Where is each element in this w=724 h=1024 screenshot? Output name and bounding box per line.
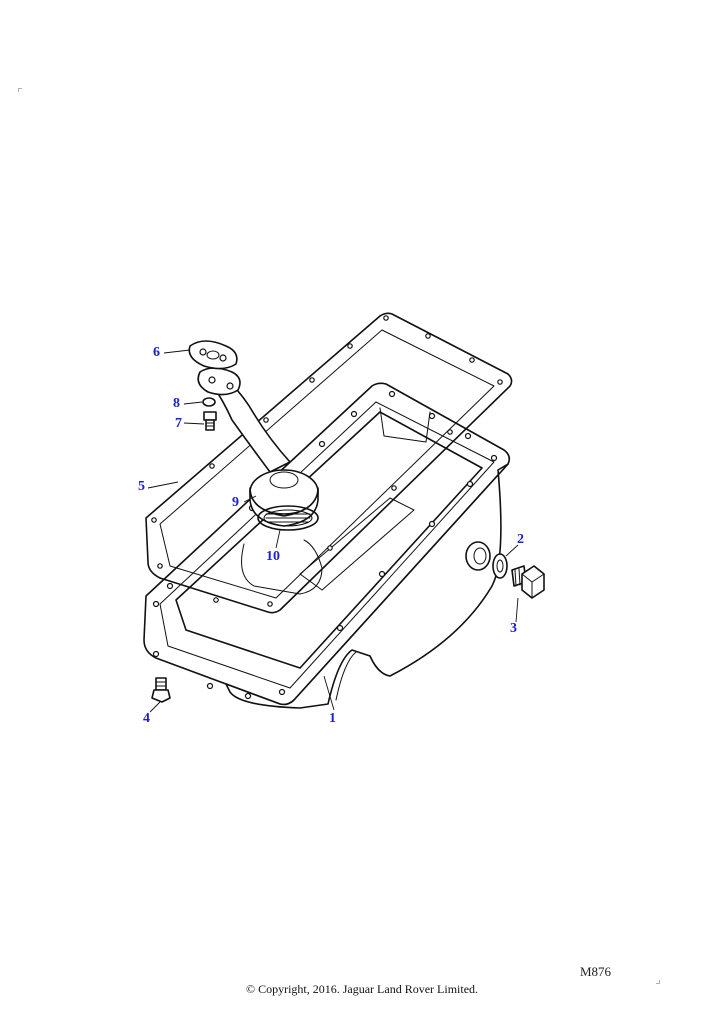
crop-mark-bottom-right	[656, 980, 660, 984]
callout-1: 1	[329, 711, 336, 726]
callout-5: 5	[138, 479, 145, 494]
callout-2: 2	[517, 532, 524, 547]
strainer-seal	[241, 505, 323, 595]
leader-lines	[147, 349, 519, 713]
callout-4: 4	[143, 711, 150, 726]
bolt-washer-7-8	[202, 397, 217, 431]
callout-8: 8	[173, 396, 180, 411]
callout-9: 9	[232, 495, 239, 510]
callout-3: 3	[510, 621, 517, 636]
callout-10: 10	[266, 549, 280, 564]
oil-sump-pan	[143, 382, 511, 709]
sump-bolt	[151, 677, 171, 703]
crop-mark-top-left	[18, 88, 22, 92]
diagram-reference-code: M876	[580, 964, 612, 979]
oil-pickup-strainer	[197, 367, 319, 527]
sump-gasket	[145, 312, 513, 614]
callout-7: 7	[175, 416, 182, 431]
drain-plug-assembly	[492, 553, 545, 599]
pipe-flange-gasket	[188, 340, 238, 370]
callout-6: 6	[153, 345, 160, 360]
copyright-notice: © Copyright, 2016. Jaguar Land Rover Lim…	[245, 982, 479, 996]
